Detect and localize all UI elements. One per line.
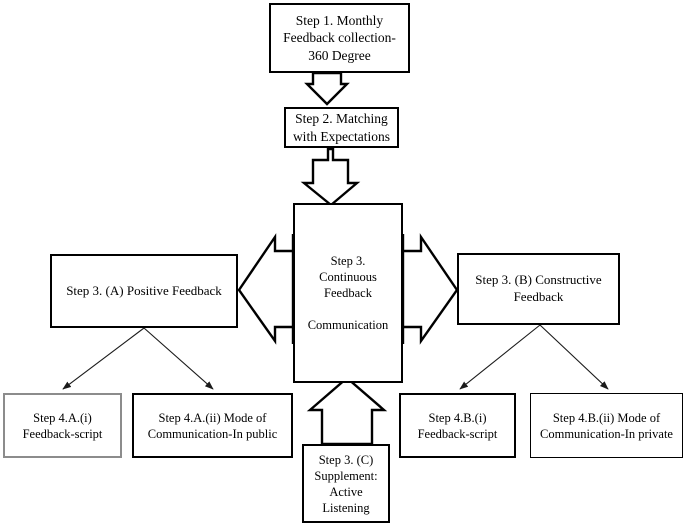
node-step-4bii-mode-of-communication-in-private: Step 4.B.(ii) Mode of Communication-In p… [530, 393, 683, 458]
node-step-2-matching-with-expectations: Step 2. Matching with Expectations [284, 107, 399, 148]
node-step-3a-positive-feedback: Step 3. (A) Positive Feedback [50, 254, 238, 328]
connector-step3b-step4bi [459, 324, 541, 390]
connector-step3a-step4ai [62, 327, 145, 390]
node-step-4ai-feedback-script: Step 4.A.(i) Feedback-script [3, 393, 122, 458]
connector-step3a-step4aii [143, 327, 214, 390]
block-arrow-down-step2-step3 [300, 147, 361, 207]
node-step-1-monthly-feedback-collection: Step 1. Monthly Feedback collection- 360… [269, 3, 410, 73]
block-arrow-up-step3c-center [306, 376, 388, 446]
node-step-3c-supplement-active-listening: Step 3. (C) Supplement: Active Listening [302, 444, 390, 523]
block-arrow-left-center-step3a [237, 233, 295, 345]
node-step-3-continuous-feedback-communication: Step 3. Continuous Feedback Communicatio… [293, 203, 403, 383]
node-step-3b-constructive-feedback: Step 3. (B) Constructive Feedback [457, 253, 620, 325]
block-arrow-down-step1-step2 [304, 71, 350, 106]
connector-step3b-step4bii [539, 324, 609, 390]
node-step-4aii-mode-of-communication-in-public: Step 4.A.(ii) Mode of Communication-In p… [132, 393, 293, 458]
block-arrow-right-center-step3b [401, 233, 459, 345]
node-step-4bi-feedback-script: Step 4.B.(i) Feedback-script [399, 393, 516, 458]
